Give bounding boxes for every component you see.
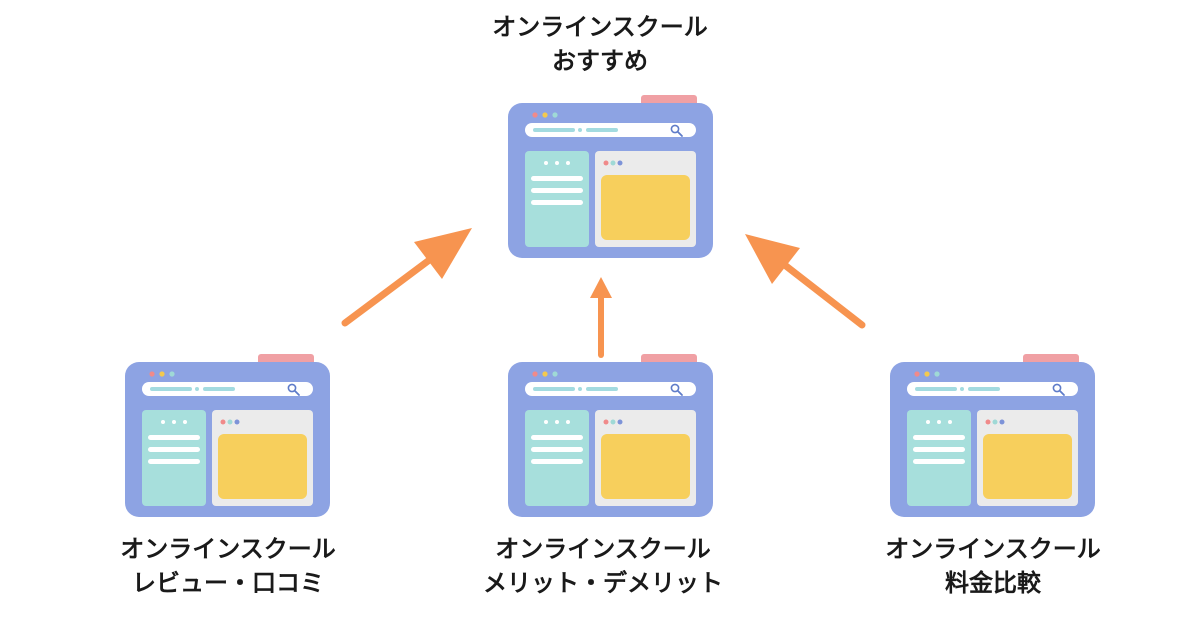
node-label-center: オンラインスクール メリット・デメリット bbox=[443, 532, 763, 600]
browser-window-icon-right bbox=[889, 353, 1096, 518]
node-label-right-line2: 料金比較 bbox=[945, 569, 1041, 597]
node-label-right-line1: オンラインスクール bbox=[885, 535, 1101, 563]
node-label-right: オンラインスクール 料金比較 bbox=[833, 532, 1153, 600]
browser-window-icon-left bbox=[124, 353, 331, 518]
browser-window-icon-center bbox=[507, 353, 714, 518]
node-label-left-line2: レビュー・口コミ bbox=[132, 569, 324, 597]
node-label-left: オンラインスクール レビュー・口コミ bbox=[68, 532, 388, 600]
node-label-top-line2: おすすめ bbox=[552, 47, 648, 75]
arrow-center-to-top bbox=[590, 277, 612, 358]
node-label-center-line1: オンラインスクール bbox=[495, 535, 711, 563]
browser-window-icon-top bbox=[507, 94, 714, 259]
node-label-center-line2: メリット・デメリット bbox=[483, 569, 723, 597]
arrow-right-to-top bbox=[745, 234, 866, 329]
arrow-left-to-top bbox=[341, 228, 472, 327]
node-label-top-line1: オンラインスクール bbox=[492, 13, 708, 41]
node-label-top: オンラインスクール おすすめ bbox=[440, 10, 760, 78]
node-label-left-line1: オンラインスクール bbox=[120, 535, 336, 563]
